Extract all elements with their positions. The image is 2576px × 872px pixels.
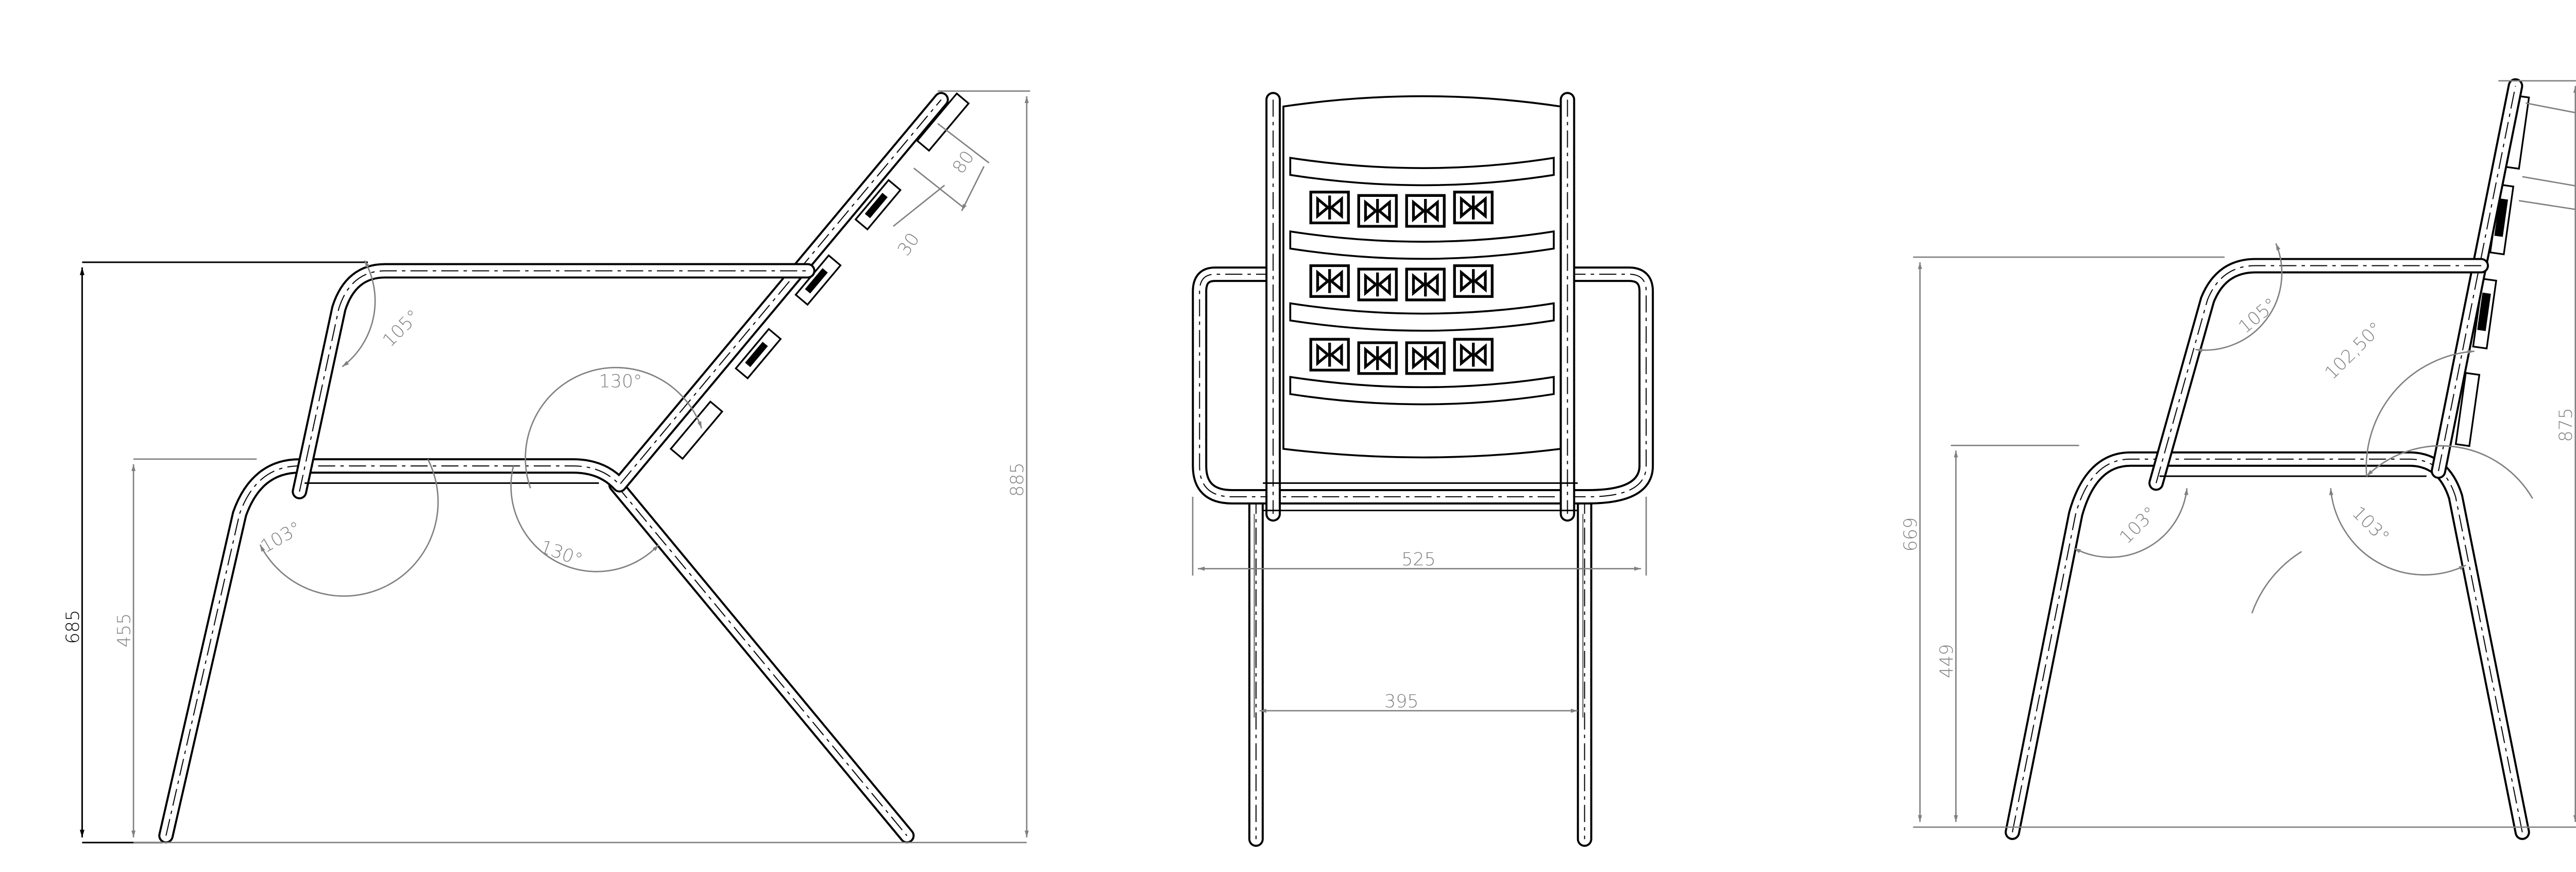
backrest-rail [1289, 302, 1555, 332]
dimensions: 525 395 [1192, 496, 1647, 718]
backrest-ornament [1309, 338, 1350, 372]
backrest-ornament [1453, 191, 1494, 225]
backrest-ornament [1405, 341, 1446, 375]
backrest-ornament [1357, 267, 1398, 301]
backrest-ornament [1309, 191, 1350, 225]
dim-seat-height: 449 [1937, 644, 1957, 678]
dim-leg-width: 395 [1384, 691, 1419, 712]
angle-arm-front: 105° [2235, 294, 2281, 338]
backrest-ornament [1405, 267, 1446, 301]
backrest-ornament [1309, 264, 1350, 298]
backrest-ornament [1357, 194, 1398, 228]
angle-arm-front: 105° [379, 306, 424, 351]
dim-total-height: 885 [1007, 462, 1028, 497]
dim-total-height: 875 [2556, 408, 2576, 442]
backrest-ornament [1405, 194, 1446, 228]
backrest-ornament [1357, 341, 1398, 375]
frame-tubes [2005, 78, 2530, 840]
backrest-ornament [1453, 338, 1494, 372]
armrests [1192, 266, 1654, 505]
angle-front-leg: 103° [2116, 503, 2161, 548]
backrest-rail [1289, 230, 1555, 260]
backrest-rows [1289, 157, 1555, 406]
dim-outer-width: 525 [1401, 549, 1436, 570]
backrest-slats [2454, 94, 2530, 447]
backrest-slats [669, 92, 970, 460]
angle-front-leg: 103° [257, 518, 305, 558]
dim-armrest-height: 685 [63, 610, 83, 644]
side-view-right: 669 449 875 80 30 105° 102,50° 103° 103° [1901, 78, 2576, 840]
angle-seat-back: 102,50° [2321, 318, 2386, 384]
dim-armrest-height: 669 [1901, 517, 1921, 552]
dim-slat-gap: 30 [894, 229, 924, 260]
backrest-rail [1289, 157, 1555, 187]
angles: 105° 103° 130° 130° [257, 260, 703, 597]
seat-line [1263, 482, 1578, 511]
dimensions: 669 449 875 80 30 [1901, 80, 2576, 828]
angle-back-leg: 103° [2348, 502, 2393, 548]
front-view: 525 395 [1192, 92, 1654, 847]
backrest-rail [1289, 376, 1555, 406]
angle-back-leg: 130° [537, 536, 585, 571]
legs [1248, 489, 1592, 847]
frame-tubes [158, 92, 949, 844]
dim-seat-height: 455 [114, 613, 134, 648]
back-posts [1265, 92, 1575, 522]
angle-seat-back: 130° [599, 371, 642, 392]
backrest-ornament [1453, 264, 1494, 298]
side-view-left: 685 455 885 80 30 105° 103° 130° 130° [63, 90, 1030, 844]
